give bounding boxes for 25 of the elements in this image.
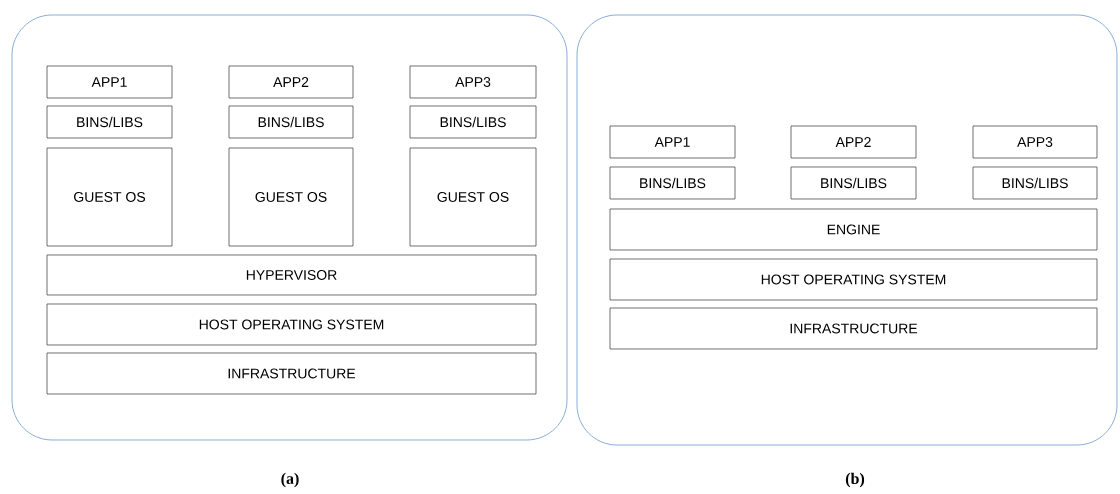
layer-box: BINS/LIBS (228, 105, 354, 139)
layer-box: APP2 (790, 125, 917, 159)
layer-box: GUEST OS (228, 147, 354, 247)
layer-box: HOST OPERATING SYSTEM (609, 258, 1098, 301)
layer-box: APP1 (46, 65, 173, 99)
caption-label: (b) (845, 472, 865, 488)
caption-label: (a) (281, 472, 299, 488)
layer-box: HOST OPERATING SYSTEM (46, 303, 537, 346)
layer-box: ENGINE (609, 208, 1098, 251)
layer-box: HYPERVISOR (46, 254, 537, 296)
layer-box: GUEST OS (409, 147, 537, 247)
layer-box: APP1 (609, 125, 736, 159)
layer-box: APP3 (972, 125, 1098, 159)
rounded-panel (576, 14, 1118, 446)
layer-box: BINS/LIBS (409, 105, 537, 139)
layer-box: BINS/LIBS (609, 166, 736, 200)
layer-box: INFRASTRUCTURE (609, 307, 1098, 350)
layer-box: GUEST OS (46, 147, 173, 247)
layer-box: BINS/LIBS (790, 166, 917, 200)
layer-box: BINS/LIBS (46, 105, 173, 139)
layer-box: APP2 (228, 65, 354, 99)
layer-box: INFRASTRUCTURE (46, 352, 537, 395)
rounded-panel (11, 14, 568, 441)
layer-box: APP3 (409, 65, 537, 99)
layer-box: BINS/LIBS (972, 166, 1098, 200)
